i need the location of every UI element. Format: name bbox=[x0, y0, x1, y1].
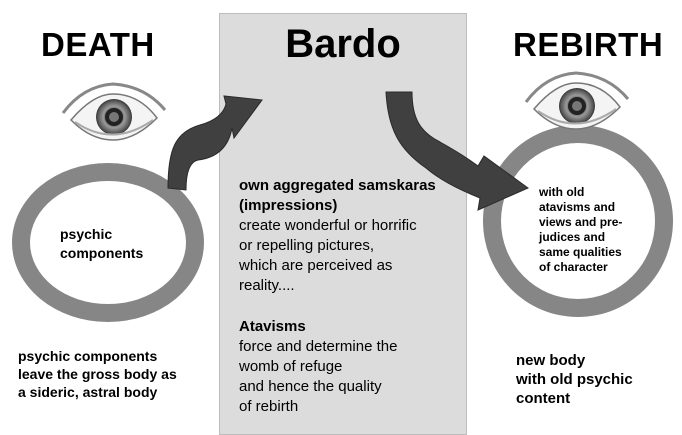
atavisms-line: womb of refuge bbox=[239, 358, 343, 375]
samskaras-line: which are perceived as bbox=[239, 257, 393, 274]
death-caption-line: leave the gross body as bbox=[18, 366, 177, 382]
rebirth-caption-line: content bbox=[516, 390, 571, 407]
eye-icon bbox=[61, 82, 167, 141]
samskaras-line: create wonderful or horrific bbox=[239, 217, 417, 234]
death-caption-line: a sideric, astral body bbox=[18, 384, 158, 400]
death-caption-line: psychic components bbox=[18, 348, 158, 364]
rebirth-caption: new body with old psychic content bbox=[516, 351, 633, 408]
death-ring-line: psychic bbox=[60, 226, 113, 242]
rebirth-ring-line: of character bbox=[539, 260, 608, 274]
atavisms-line: force and determine the bbox=[239, 338, 398, 355]
samskaras-heading: own aggregated samskaras (impressions) bbox=[239, 177, 436, 214]
death-title: DEATH bbox=[41, 26, 155, 63]
rebirth-caption-line: new body bbox=[516, 352, 586, 369]
samskaras-line: reality.... bbox=[239, 277, 295, 294]
rebirth-ring-line: with old bbox=[539, 185, 585, 199]
curved-arrow bbox=[385, 91, 529, 211]
atavisms-heading: Atavisms bbox=[239, 318, 306, 335]
eye-icon bbox=[524, 71, 630, 130]
death-ring-line: components bbox=[60, 245, 144, 261]
bardo-panel bbox=[219, 13, 467, 435]
rebirth-ring-line: views and pre- bbox=[539, 215, 623, 229]
rebirth-ring-text: with old atavisms and views and pre- jud… bbox=[539, 185, 622, 275]
rebirth-title: REBIRTH bbox=[513, 26, 664, 63]
death-caption: psychic components leave the gross body … bbox=[18, 347, 177, 401]
curved-arrow bbox=[167, 95, 263, 191]
rebirth-ring-line: judices and bbox=[539, 230, 606, 244]
bardo-description: own aggregated samskaras (impressions) c… bbox=[239, 176, 465, 417]
rebirth-ring-line: same qualities bbox=[539, 245, 622, 259]
atavisms-line: of rebirth bbox=[239, 398, 299, 415]
bardo-title: Bardo bbox=[285, 22, 401, 66]
rebirth-caption-line: with old psychic bbox=[516, 371, 633, 388]
death-ring-text: psychic components bbox=[60, 225, 143, 263]
rebirth-ring-line: atavisms and bbox=[539, 200, 616, 214]
atavisms-line: and hence the quality bbox=[239, 378, 382, 395]
samskaras-line: or repelling pictures, bbox=[239, 237, 375, 254]
